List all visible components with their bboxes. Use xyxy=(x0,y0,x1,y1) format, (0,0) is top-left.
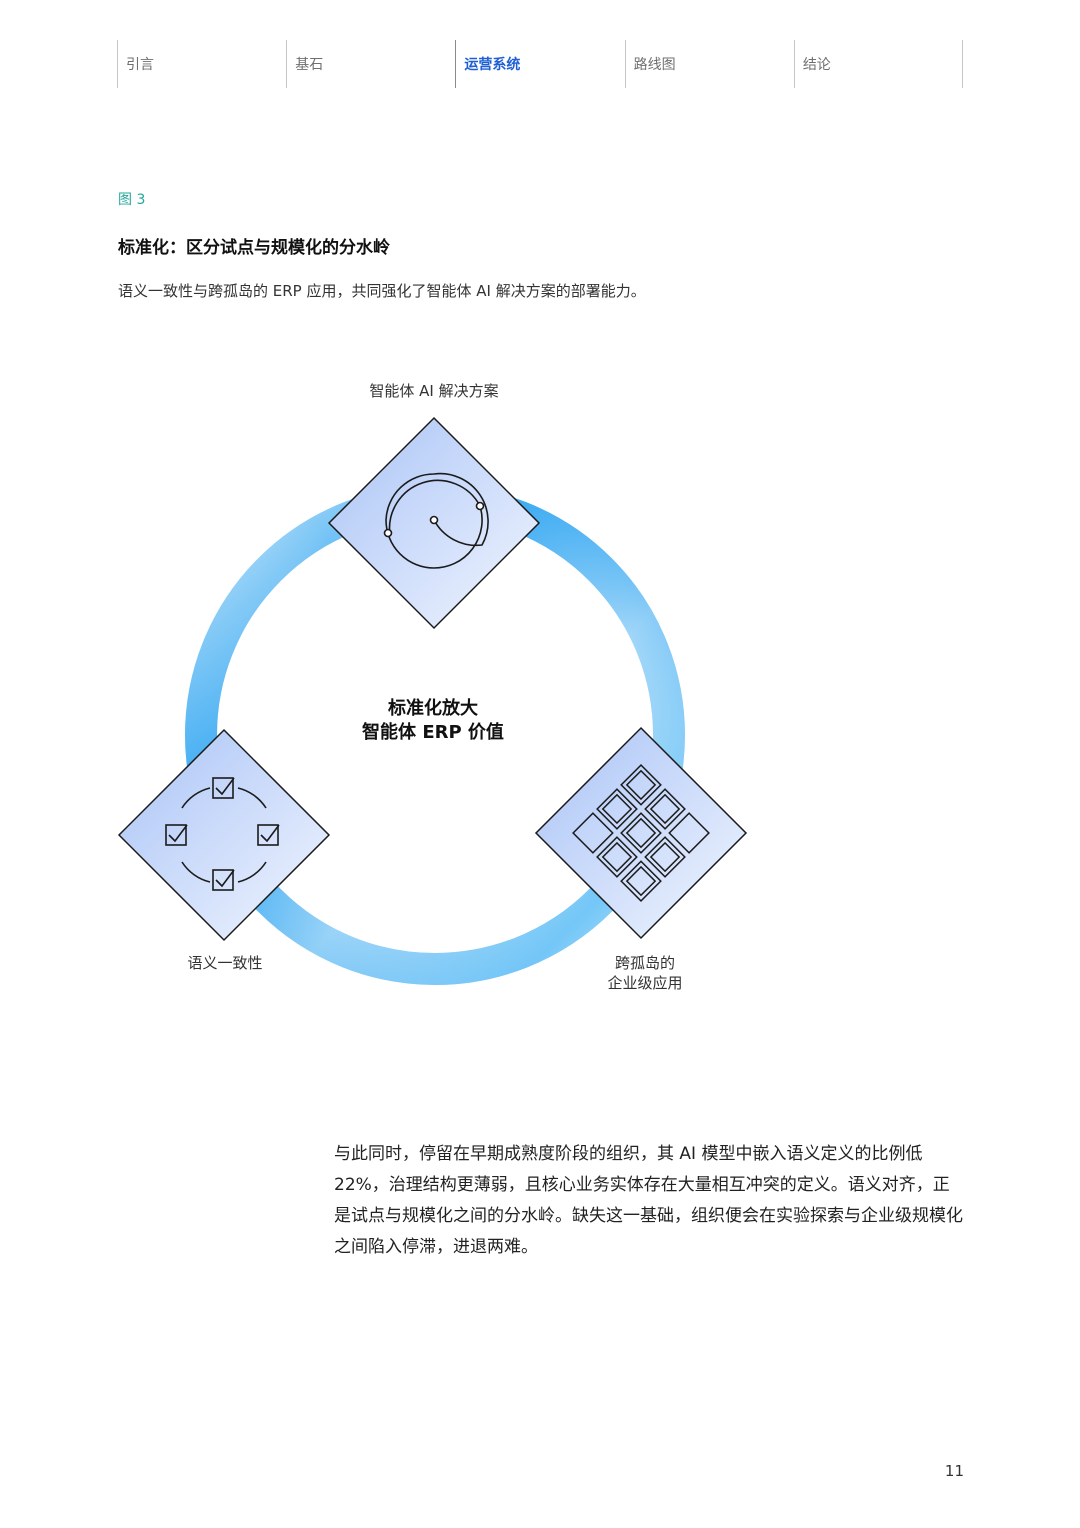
center-line-1: 标准化放大 xyxy=(388,698,478,719)
left-node-label: 语义一致性 xyxy=(187,954,263,972)
nav-tab-roadmap[interactable]: 路线图 xyxy=(624,40,794,88)
flow-arrows-icon xyxy=(383,472,489,569)
right-node-label-line1: 跨孤岛的 xyxy=(614,954,675,972)
top-node-label: 智能体 AI 解决方案 xyxy=(369,382,499,400)
body-paragraph: 与此同时，停留在早期成熟度阶段的组织，其 AI 模型中嵌入语义定义的比例低 22… xyxy=(334,1144,963,1257)
nav-tab-conclusion[interactable]: 结论 xyxy=(793,40,963,88)
standardization-diagram xyxy=(117,416,748,985)
checklist-cycle-icon xyxy=(165,777,280,891)
figure-subtitle: 语义一致性与跨孤岛的 ERP 应用，共同强化了智能体 AI 解决方案的部署能力。 xyxy=(118,282,646,300)
figure-title: 标准化：区分试点与规模化的分水岭 xyxy=(118,238,390,258)
top-node xyxy=(327,416,541,630)
center-line-2: 智能体 ERP 价值 xyxy=(362,722,504,743)
nav-end-divider xyxy=(961,40,963,88)
figure-label: 图 3 xyxy=(118,192,146,208)
diagram-center-text: 标准化放大 智能体 ERP 价值 xyxy=(333,697,533,745)
interlocking-grid-icon xyxy=(572,764,710,902)
right-node-label: 跨孤岛的 企业级应用 xyxy=(565,953,725,993)
nav-tab-operating-system[interactable]: 运营系统 xyxy=(455,40,624,88)
page-number: 11 xyxy=(944,1462,964,1480)
nav-tab-foundation[interactable]: 基石 xyxy=(286,40,455,88)
right-node-label-line2: 企业级应用 xyxy=(607,974,683,992)
right-node xyxy=(534,726,748,940)
section-nav: 引言 基石 运营系统 路线图 结论 xyxy=(117,40,963,88)
left-node xyxy=(117,728,331,942)
nav-tab-intro[interactable]: 引言 xyxy=(117,40,286,88)
